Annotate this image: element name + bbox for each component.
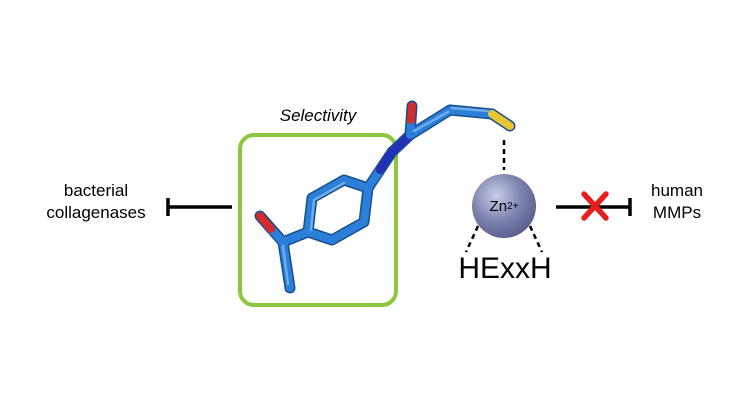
zinc-charge: 2+ (507, 200, 519, 212)
zinc-label: Zn (489, 197, 508, 215)
coordination-bonds (464, 140, 544, 253)
red-cross-icon (581, 191, 609, 221)
selectivity-box (238, 133, 398, 307)
bacterial-collagenases-label: bacterial collagenases (46, 181, 146, 222)
hexxh-motif-label: HExxH (458, 252, 552, 285)
inhibitor-molecule (254, 100, 516, 294)
selectivity-label: Selectivity (279, 106, 357, 125)
human-mmps-label: human MMPs (651, 181, 703, 222)
inhibition-arrow-left (166, 198, 232, 216)
